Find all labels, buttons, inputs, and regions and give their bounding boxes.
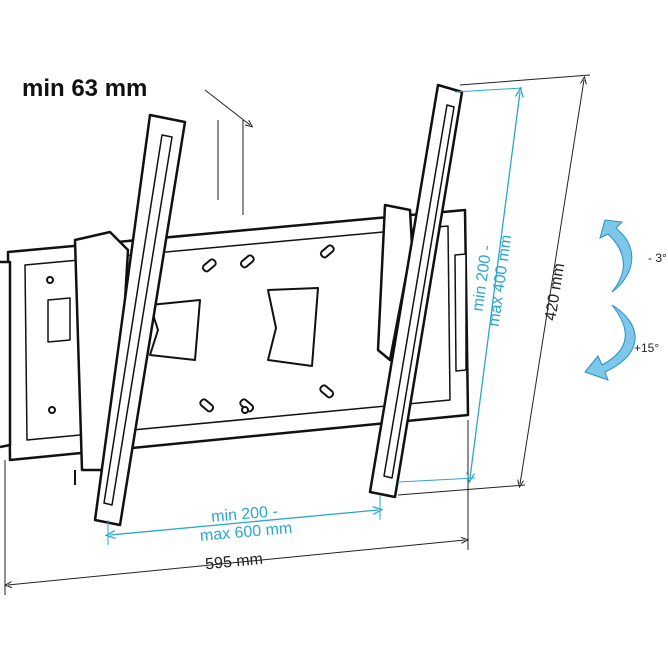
tilt-down-label: +15° xyxy=(634,341,659,355)
horizontal-spacing-line1: min 200 - xyxy=(211,503,279,526)
tilt-up-label: - 3° xyxy=(648,251,667,265)
tilt-up-arrow-icon xyxy=(599,219,633,293)
tilt-indicator: - 3° +15° xyxy=(584,219,667,381)
height-label: 420 mm xyxy=(542,262,568,322)
depth-label: min 63 mm xyxy=(22,75,147,102)
width-dimension: 595 mm xyxy=(5,420,468,595)
depth-dimension: min 63 mm xyxy=(22,75,250,215)
left-tv-bracket-arm xyxy=(73,113,187,527)
right-tv-bracket-arm xyxy=(368,83,464,499)
tilt-down-arrow-icon xyxy=(584,304,636,381)
horizontal-hole-spacing: min 200 - max 600 mm xyxy=(108,495,380,545)
width-label: 595 mm xyxy=(204,551,263,574)
